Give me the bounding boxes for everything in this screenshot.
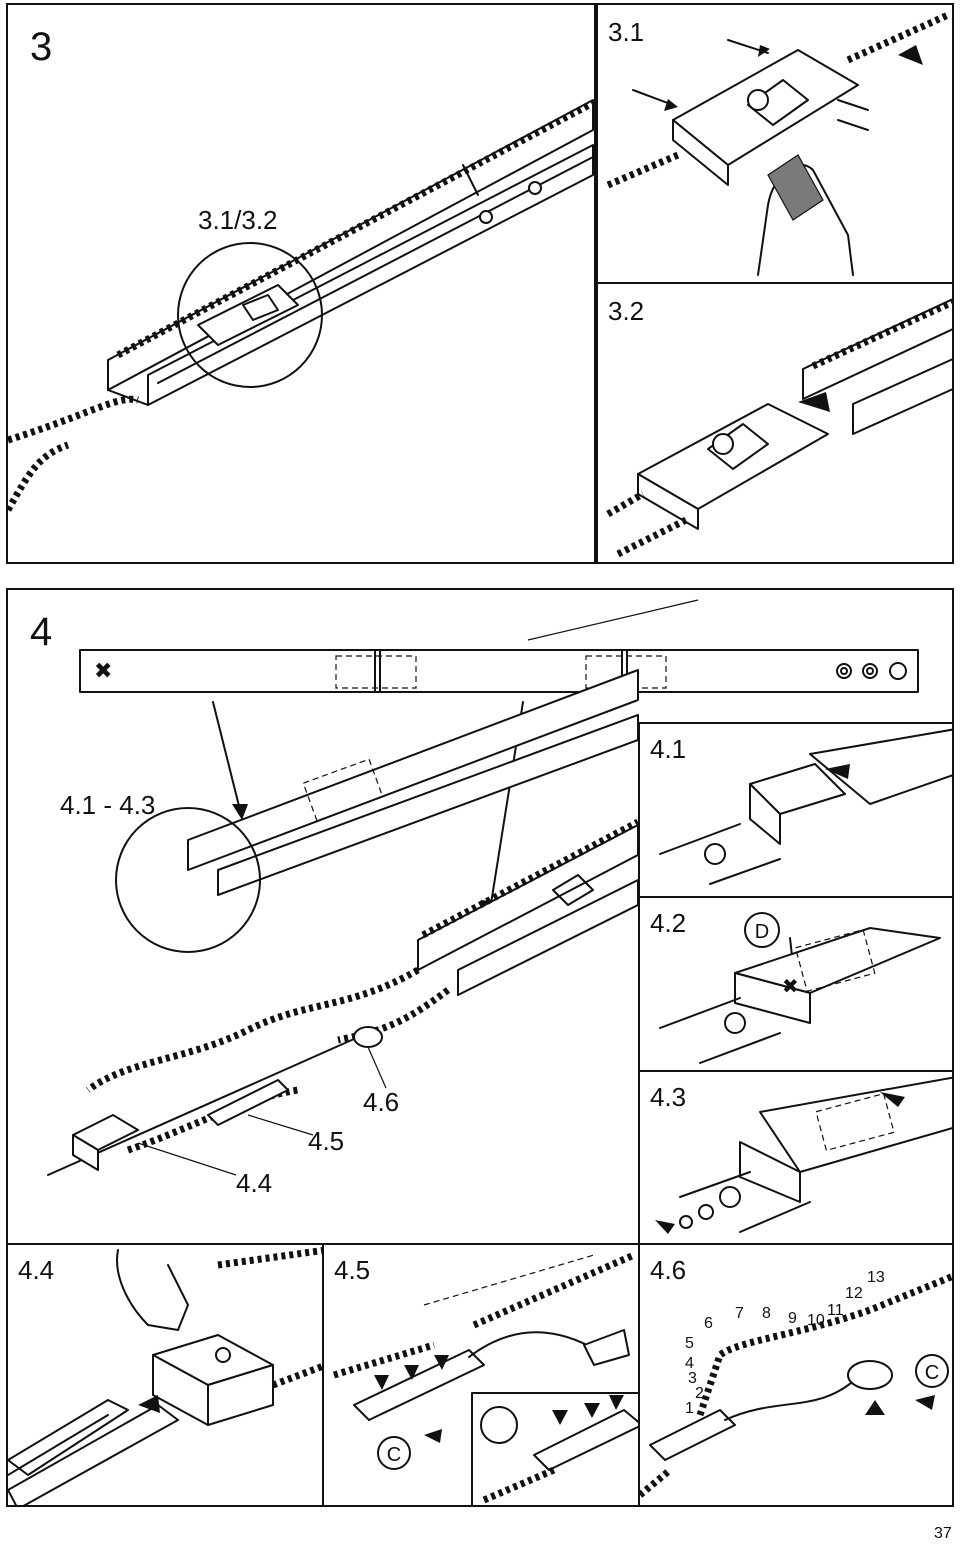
- link-number-1: 1: [685, 1400, 694, 1417]
- detail-4-1-label: 4.1: [650, 734, 687, 764]
- link-number-4: 4: [685, 1355, 694, 1372]
- detail-3-1-label: 3.1: [608, 17, 645, 47]
- svg-text:✖: ✖: [94, 659, 112, 684]
- spring-tensioner-illustration: [659, 728, 952, 885]
- screw-fixing-illustration: D ✖: [659, 912, 941, 1064]
- link-number-11: 11: [827, 1302, 844, 1319]
- detail-4-1-panel: 4.1: [638, 722, 954, 898]
- rail-overview-illustration: ✖: [47, 599, 919, 1176]
- panel-4-5: 4.5 C: [322, 1243, 640, 1507]
- link-number-6: 6: [704, 1315, 713, 1332]
- nut-tightening-illustration: [655, 1076, 952, 1234]
- callout-4-1-4-3-label: 4.1 - 4.3: [60, 790, 156, 820]
- detail-3-2-label: 3.2: [608, 296, 645, 326]
- threaded-rod-insertion-illustration: [8, 1247, 322, 1505]
- detail-4-2-label: 4.2: [650, 908, 687, 938]
- carriage-joined-illustration: [606, 298, 952, 558]
- marker-c-46: C: [925, 1362, 939, 1384]
- link-number-12: 12: [845, 1285, 863, 1302]
- chain-link-count-illustration: C: [640, 1272, 952, 1498]
- label-4-5: 4.5: [308, 1126, 345, 1156]
- marker-d: D: [755, 921, 769, 943]
- chain-link-assembly-illustration: C: [332, 1251, 638, 1505]
- link-number-7: 7: [735, 1305, 744, 1322]
- panel-4-6-label: 4.6: [650, 1255, 687, 1285]
- figure-3-label: 3: [30, 25, 53, 69]
- panel-4-6: 4.6 C 1 2 3 4 5 6 7 8 9 10 11 12 13: [638, 1243, 954, 1507]
- rail-assembly-illustration: [8, 99, 594, 512]
- callout-3-1-3-2-label: 3.1/3.2: [198, 205, 278, 235]
- figure-3-panel: 3 3.1/3.2: [6, 3, 596, 564]
- page-number: 37: [934, 1525, 952, 1542]
- detail-3-1-panel: 3.1: [596, 3, 954, 284]
- link-number-8: 8: [762, 1305, 771, 1322]
- link-number-13: 13: [867, 1269, 885, 1286]
- link-number-5: 5: [685, 1335, 694, 1352]
- link-number-9: 9: [788, 1310, 797, 1327]
- link-number-2: 2: [695, 1385, 704, 1402]
- label-4-6: 4.6: [363, 1087, 400, 1117]
- figure-4-label: 4: [30, 610, 53, 654]
- marker-c-45: C: [387, 1444, 401, 1466]
- label-4-4: 4.4: [236, 1168, 273, 1198]
- svg-text:✖: ✖: [782, 974, 799, 998]
- detail-3-2-panel: 3.2: [596, 282, 954, 564]
- panel-4-4-label: 4.4: [18, 1255, 55, 1285]
- link-number-10: 10: [807, 1312, 825, 1329]
- panel-4-4: 4.4: [6, 1243, 324, 1507]
- detail-4-2-panel: 4.2 D ✖: [638, 896, 954, 1072]
- link-number-3: 3: [688, 1370, 697, 1387]
- detail-4-3-panel: 4.3: [638, 1070, 954, 1245]
- panel-4-5-label: 4.5: [334, 1255, 371, 1285]
- detail-4-3-label: 4.3: [650, 1082, 687, 1112]
- carriage-squeeze-illustration: [606, 11, 950, 276]
